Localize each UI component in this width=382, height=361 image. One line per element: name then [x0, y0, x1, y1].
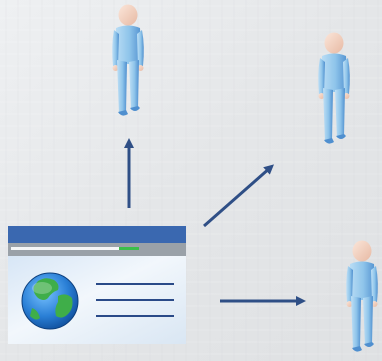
person-icon-bottom-right	[342, 240, 382, 360]
title-bar	[8, 226, 186, 243]
globe-icon	[21, 272, 79, 330]
person-icon-right	[314, 32, 354, 152]
text-lines	[96, 283, 174, 317]
progress-bar	[119, 247, 139, 250]
person-icon-top	[108, 4, 148, 124]
web-page-illustration	[8, 226, 186, 344]
arrow-to-right-user	[203, 164, 275, 228]
